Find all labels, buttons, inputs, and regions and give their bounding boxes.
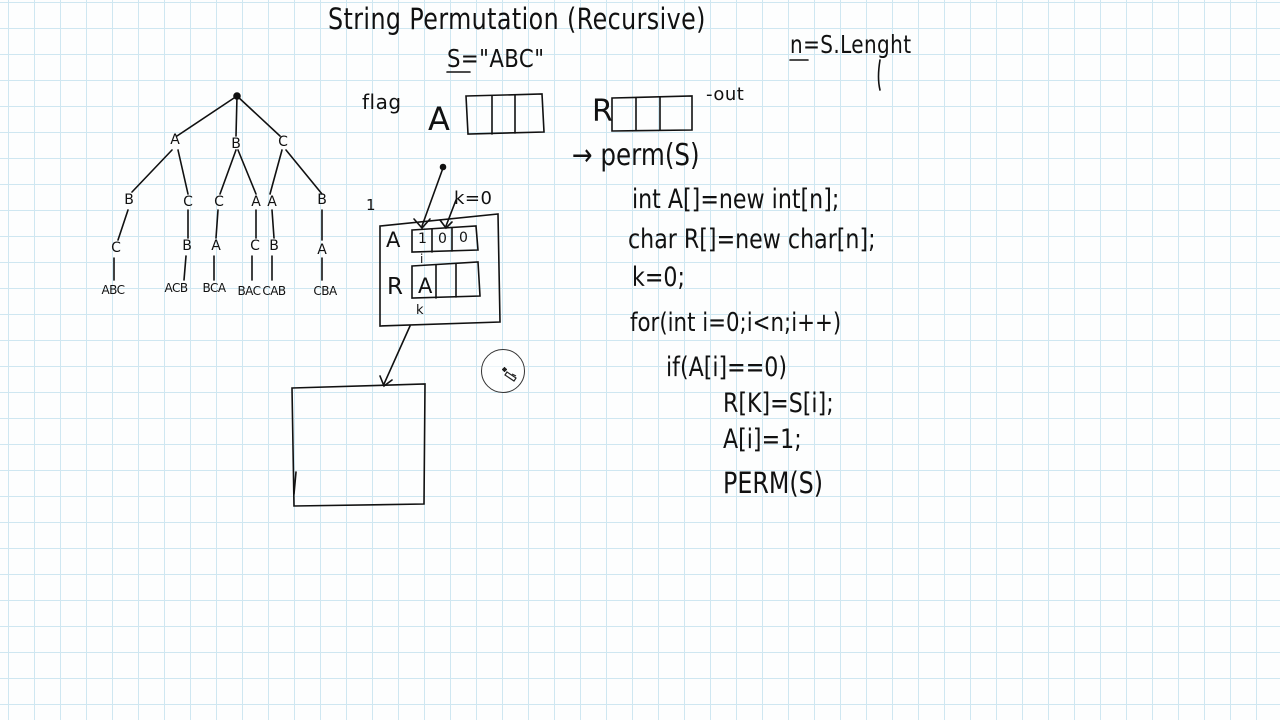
tree-node: C: [214, 194, 224, 210]
next-frame-box: [291, 383, 426, 507]
frame-i-mark: i: [420, 252, 424, 266]
page-title: String Permutation (Recursive): [328, 2, 706, 36]
tree-node: C: [183, 194, 193, 210]
code-line: char R[]=new char[n];: [628, 224, 876, 255]
array-a-box: [465, 93, 545, 135]
frame-r-label: R: [387, 274, 404, 300]
code-line: for(int i=0;i<n;i++): [630, 308, 842, 338]
tree-node: A: [211, 238, 221, 254]
frame-a-cell: 0: [459, 230, 468, 246]
frame-k-label: k=0: [454, 188, 493, 209]
tree-leaf: ACB: [164, 281, 188, 295]
frame-box: [379, 213, 501, 327]
tree-node: A: [251, 194, 261, 210]
length-definition: n=S.Lenght: [790, 30, 912, 59]
tree-node: A: [317, 242, 327, 258]
frame-r-cell: A: [418, 274, 433, 298]
frame-k-mark: k: [416, 303, 425, 318]
tree-node: B: [182, 238, 192, 254]
tree-node: C: [250, 238, 260, 254]
tree-node: C: [111, 240, 121, 256]
array-r-box: [611, 95, 693, 132]
code-line: A[i]=1;: [723, 424, 802, 455]
out-label: -out: [706, 84, 745, 105]
frame-a-label: A: [386, 228, 401, 252]
array-r-label: R: [592, 94, 614, 129]
tree-node: A: [170, 132, 180, 148]
pen-cursor-glyph-icon: [502, 367, 517, 382]
tree-leaf: CBA: [313, 284, 337, 298]
n-tail: [877, 59, 881, 91]
tree-node: B: [231, 136, 241, 152]
frame-index: 1: [366, 196, 377, 214]
code-line: int A[]=new int[n];: [632, 184, 840, 215]
tree-node: A: [267, 194, 277, 210]
frame-a-cell: 0: [438, 231, 447, 247]
tree-leaf: CAB: [262, 284, 286, 298]
flag-label: flag: [362, 90, 402, 114]
tree-node: B: [124, 192, 134, 208]
tree-node: C: [278, 134, 288, 150]
pen-cursor-icon[interactable]: [481, 349, 525, 393]
frame-a-cell: 1: [418, 231, 427, 247]
tree-node: B: [269, 238, 279, 254]
code-line: PERM(S): [723, 466, 824, 500]
code-line: k=0;: [632, 262, 685, 293]
array-a-label: A: [428, 100, 451, 138]
code-line: R[K]=S[i];: [723, 388, 834, 419]
string-definition: S="ABC": [447, 44, 545, 73]
tree-leaf: BCA: [202, 281, 226, 295]
tree-leaf: ABC: [101, 283, 125, 297]
tree-node: B: [317, 192, 327, 208]
code-line: if(A[i]==0): [666, 352, 787, 383]
frame-arrow: [421, 167, 444, 227]
code-line: → perm(S): [572, 138, 700, 173]
tree-leaf: BAC: [237, 284, 261, 298]
